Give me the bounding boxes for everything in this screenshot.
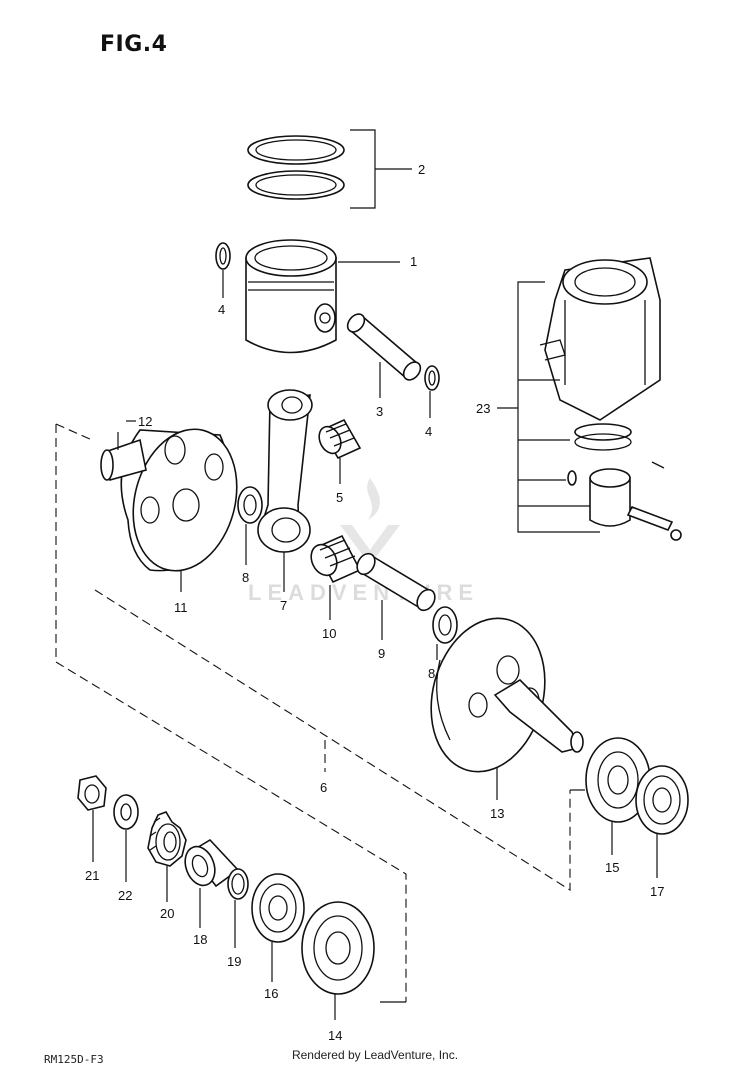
connecting-rod xyxy=(257,389,313,553)
callout-16: 16 xyxy=(264,986,278,1001)
callout-21: 21 xyxy=(85,868,99,883)
callout-4: 4 xyxy=(425,424,432,439)
callout-11: 11 xyxy=(174,600,188,615)
crank-pin xyxy=(356,552,436,612)
thrust-washer-left xyxy=(237,486,263,524)
big-end-bearing xyxy=(310,534,362,584)
primary-drive-gear xyxy=(147,811,187,867)
oil-seal-right xyxy=(635,765,689,835)
crank-washer xyxy=(113,794,139,830)
main-bearing-left xyxy=(301,901,375,995)
callout-17: 17 xyxy=(650,884,664,899)
callout-2: 2 xyxy=(418,162,425,177)
callout-5: 5 xyxy=(336,490,343,505)
callout-3: 3 xyxy=(376,404,383,419)
page-code: RM125D-F3 xyxy=(44,1053,104,1066)
figure-title: FIG.4 xyxy=(100,32,168,57)
callout-6: 6 xyxy=(320,780,327,795)
leadventure-logo xyxy=(340,478,400,565)
piston xyxy=(245,239,337,354)
circlip-left xyxy=(215,242,231,270)
footer-credit: Rendered by LeadVenture, Inc. xyxy=(291,1048,459,1062)
callout-8: 8 xyxy=(428,666,435,681)
assembly-bracket xyxy=(55,423,571,1002)
spacer-sleeve xyxy=(184,838,240,888)
circlip-right xyxy=(424,365,440,391)
watermark: LEADVENTURE xyxy=(248,580,480,605)
callout-19: 19 xyxy=(227,954,241,969)
callout-13: 13 xyxy=(490,806,504,821)
o-ring xyxy=(227,868,249,900)
callout-4: 4 xyxy=(218,302,225,317)
callout-14: 14 xyxy=(328,1028,342,1043)
crank-nut xyxy=(77,775,107,811)
callout-8: 8 xyxy=(242,570,249,585)
callout-18: 18 xyxy=(193,932,207,947)
cylinder-kit xyxy=(539,257,682,541)
callout-12: 12 xyxy=(138,414,152,429)
callout-22: 22 xyxy=(118,888,132,903)
callout-15: 15 xyxy=(605,860,619,875)
callout-10: 10 xyxy=(322,626,336,641)
crankshaft-left xyxy=(100,428,238,572)
main-bearing-right xyxy=(585,737,651,823)
callout-9: 9 xyxy=(378,646,385,661)
callout-23: 23 xyxy=(476,401,490,416)
thrust-washer-right xyxy=(432,606,458,644)
callout-7: 7 xyxy=(280,598,287,613)
oil-seal-left xyxy=(251,873,305,943)
callout-20: 20 xyxy=(160,906,174,921)
callout-1: 1 xyxy=(410,254,417,269)
small-end-bearing xyxy=(318,418,362,460)
piston-pin xyxy=(346,313,422,381)
crankshaft-right xyxy=(430,617,584,773)
piston-rings xyxy=(247,135,345,200)
